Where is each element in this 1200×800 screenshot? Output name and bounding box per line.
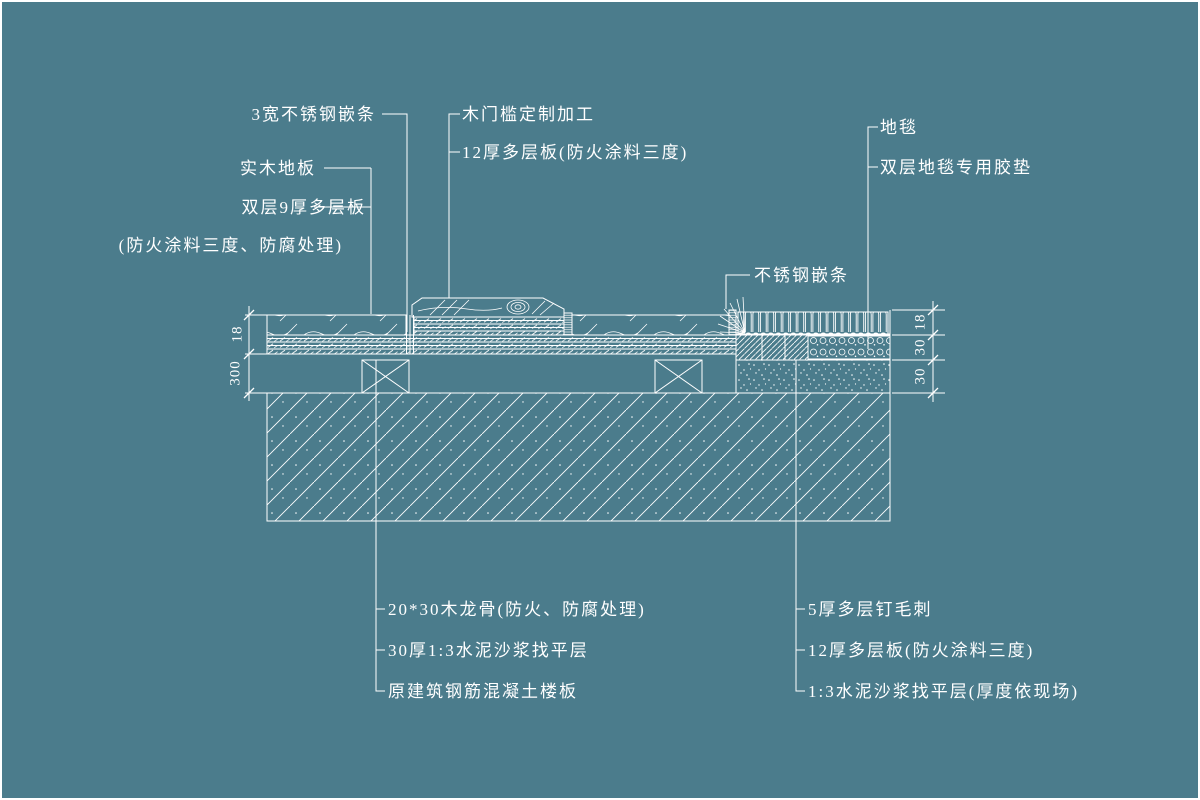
mortar-leveling-right <box>735 359 891 394</box>
left-dimension <box>243 306 268 401</box>
carpet-pile <box>717 296 890 335</box>
label-steel-strip-mid: 不锈钢嵌条 <box>754 266 849 285</box>
wood-threshold-block <box>411 297 565 318</box>
label-plywood-12-right: 12厚多层板(防火涂料三度) <box>808 641 1035 660</box>
dim-left-300: 300 <box>227 360 244 386</box>
leader-wood-floor-group <box>314 167 372 314</box>
right-dimension <box>892 301 945 402</box>
dim-left-18: 18 <box>229 325 246 343</box>
label-double-plywood-note: (防火涂料三度、防腐处理) <box>118 236 343 255</box>
leader-steel-strip-mid <box>725 274 750 309</box>
label-threshold-custom: 木门槛定制加工 <box>462 105 595 124</box>
leader-threshold-group <box>448 113 460 298</box>
label-original-slab: 原建筑钢筋混凝土楼板 <box>388 682 578 701</box>
wood-joist-left <box>361 359 410 394</box>
stainless-inlay-strip-threshold <box>563 312 573 336</box>
layer-boundary-lines <box>267 310 891 393</box>
plywood-block-under-carpet <box>735 334 809 361</box>
leader-bottom-right-group <box>795 360 805 692</box>
double-plywood-layer <box>266 334 737 355</box>
label-solid-wood-floor: 实木地板 <box>240 159 316 178</box>
leader-bottom-left-group <box>375 360 385 692</box>
leader-carpet-group <box>867 126 878 349</box>
label-double-plywood-9: 双层9厚多层板 <box>241 198 366 217</box>
label-plywood-12-threshold: 12厚多层板(防火涂料三度) <box>462 143 689 162</box>
wood-floorboard-right <box>571 314 730 336</box>
label-carpet: 地毯 <box>880 118 918 137</box>
dim-right-30a: 30 <box>912 338 929 356</box>
wood-joist-right <box>654 359 703 394</box>
carpet-rubber-pad <box>807 335 891 360</box>
label-steel-strip-3: 3宽不锈钢嵌条 <box>251 105 376 124</box>
label-mortar-leveling-site: 1:3水泥沙浆找平层(厚度依现场) <box>808 682 1080 701</box>
leader-steel-strip-3 <box>382 113 408 332</box>
label-mortar-leveling-30: 30厚1:3水泥沙浆找平层 <box>388 641 589 660</box>
label-wood-joist: 20*30木龙骨(防火、防腐处理) <box>388 600 646 619</box>
dim-right-30b: 30 <box>912 367 929 385</box>
dim-right-18: 18 <box>912 313 929 331</box>
label-carpet-pad: 双层地毯专用胶垫 <box>880 158 1032 177</box>
plywood-12-under-threshold <box>413 316 565 336</box>
concrete-slab <box>266 392 891 522</box>
label-nail-strip-5: 5厚多层钉毛刺 <box>808 600 933 619</box>
